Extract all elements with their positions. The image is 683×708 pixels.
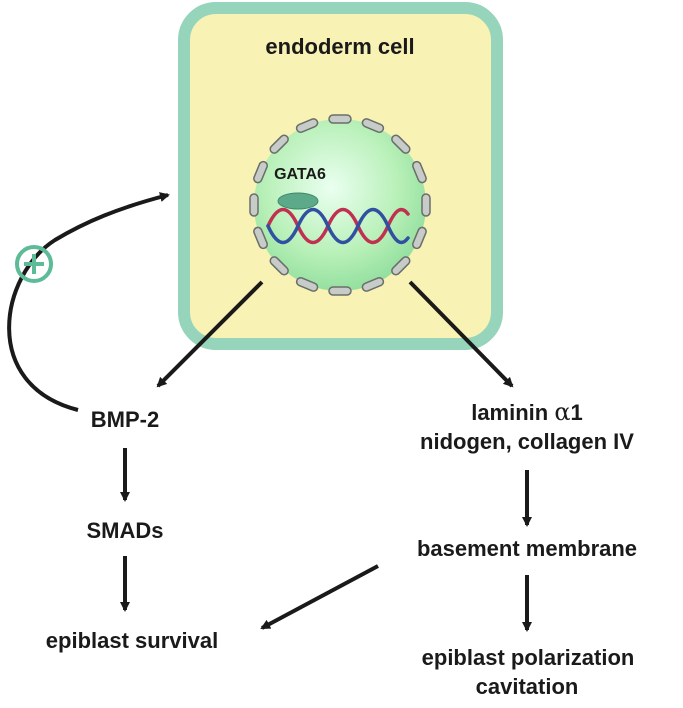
envelope-segment [361, 277, 385, 292]
cell-title: endoderm cell [265, 34, 415, 59]
envelope-segment [295, 277, 319, 292]
gata6-protein [277, 192, 319, 210]
cavitation-label: cavitation [475, 674, 579, 699]
basement-membrane-label: basement membrane [416, 536, 638, 561]
envelope-segment [328, 114, 352, 124]
envelope-segment [361, 118, 385, 133]
envelope-segment [269, 134, 289, 154]
dna-helix-icon [266, 207, 410, 245]
laminin-suffix: 1 [570, 400, 583, 425]
envelope-segment [269, 256, 289, 276]
envelope-segment [295, 118, 319, 133]
epiblast-survival-label: epiblast survival [45, 628, 219, 653]
arrow-nucleus-to-bmp2 [156, 280, 264, 388]
arrow-nucleus-to-laminin [408, 280, 514, 388]
nuclear-envelope [249, 114, 431, 296]
envelope-segment [421, 193, 431, 217]
arrow-basement-to-survival [260, 564, 379, 630]
alpha-symbol: α [554, 398, 571, 426]
envelope-segment [412, 226, 427, 250]
bmp2-label: BMP-2 [90, 407, 160, 432]
envelope-segment [391, 134, 411, 154]
nucleus [254, 119, 426, 291]
envelope-segment [253, 160, 268, 184]
envelope-segment [412, 160, 427, 184]
envelope-segment [391, 256, 411, 276]
envelope-segment [253, 226, 268, 250]
laminin-prefix: laminin [471, 400, 555, 425]
nidogen-collagen-label: nidogen, collagen IV [420, 429, 634, 454]
laminin-label: laminin α1 [387, 398, 667, 426]
gata6-label: GATA6 [274, 166, 326, 183]
envelope-segment [249, 193, 259, 217]
feedback-arrow [7, 192, 170, 412]
polarization-label: epiblast polarization [421, 645, 635, 670]
positive-feedback-plus-icon [15, 245, 53, 283]
envelope-segment [328, 286, 352, 296]
smads-label: SMADs [86, 518, 164, 543]
